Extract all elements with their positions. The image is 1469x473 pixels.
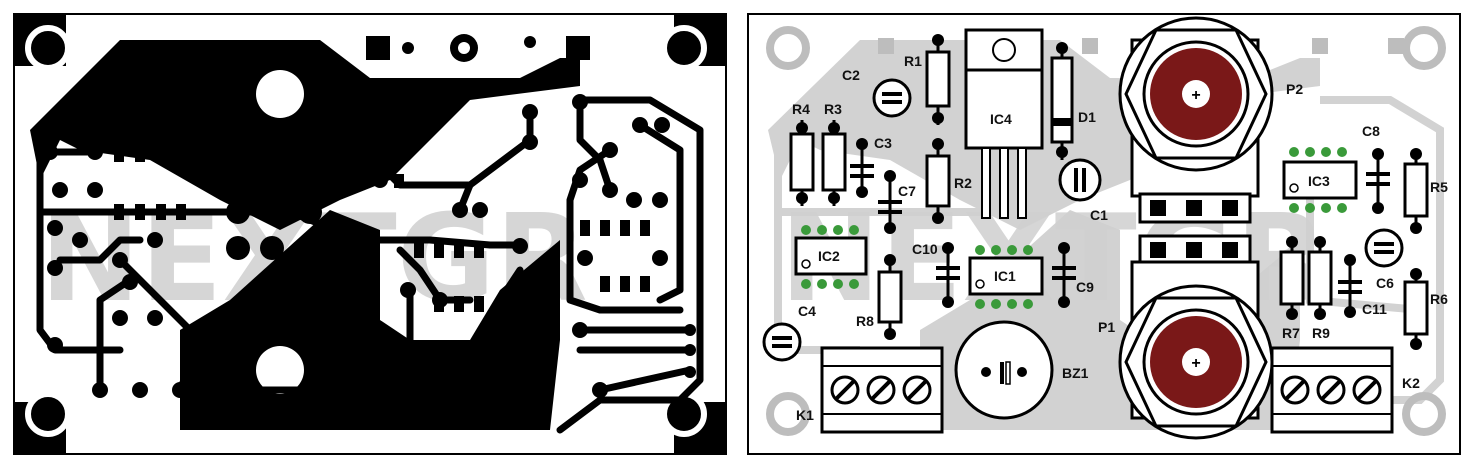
label-r8: R8	[856, 313, 874, 329]
terminal-block-k1	[820, 346, 944, 434]
corner-hole-tl	[14, 14, 71, 71]
label-c7: C7	[898, 183, 916, 199]
resistor-r6	[1403, 268, 1429, 350]
copper-layout-panel: NEXTGR	[13, 13, 727, 455]
label-p2: P2	[1286, 81, 1303, 97]
terminal-block-k2	[1270, 346, 1394, 434]
label-r4: R4	[792, 101, 810, 117]
label-r5: R5	[1430, 179, 1448, 195]
capacitor-c2	[872, 78, 912, 118]
svg-text:+: +	[1191, 87, 1200, 104]
label-ic1: IC1	[994, 268, 1016, 284]
label-c3: C3	[874, 135, 892, 151]
label-r3: R3	[824, 101, 842, 117]
capacitor-c8	[1366, 148, 1390, 214]
ic-ic2	[794, 225, 868, 289]
label-c10: C10	[912, 241, 938, 257]
label-c4: C4	[798, 303, 816, 319]
mount-hole-top	[256, 70, 304, 118]
label-k1: K1	[796, 407, 814, 423]
label-c9: C9	[1076, 279, 1094, 295]
aux-pads	[878, 38, 1404, 54]
label-r9: R9	[1312, 325, 1330, 341]
label-p1: P1	[1098, 319, 1115, 335]
resistor-r9	[1307, 236, 1333, 320]
component-layout-panel: NEXTGR R1 R2 R4	[747, 13, 1461, 455]
label-ic2: IC2	[818, 248, 840, 264]
capacitor-c10	[936, 242, 960, 308]
label-c8: C8	[1362, 123, 1380, 139]
diode-d1	[1050, 42, 1074, 160]
capacitor-c7	[878, 170, 902, 234]
ic-ic3	[1282, 147, 1358, 213]
ground-plane-top	[30, 40, 580, 230]
label-c11: C11	[1362, 301, 1387, 317]
label-c1: C1	[1090, 207, 1108, 223]
resistor-r1	[925, 34, 951, 125]
label-bz1: BZ1	[1062, 365, 1089, 381]
resistor-r4	[789, 120, 815, 206]
corner-hole-bl	[14, 391, 71, 454]
label-ic3: IC3	[1308, 173, 1330, 189]
label-c2: C2	[842, 67, 860, 83]
ic-ic1	[968, 245, 1044, 309]
label-r2: R2	[954, 175, 972, 191]
potentiometer-p2: +	[1118, 16, 1274, 224]
buzzer-bz1	[954, 320, 1054, 420]
regulator-ic4	[964, 28, 1044, 219]
capacitor-c6	[1364, 228, 1404, 268]
label-ic4: IC4	[990, 111, 1012, 127]
capacitor-c11	[1338, 254, 1362, 318]
copper-pads	[42, 34, 696, 398]
resistor-r5	[1403, 148, 1429, 234]
label-d1: D1	[1078, 109, 1096, 125]
capacitor-c1	[1058, 158, 1102, 202]
resistor-r7	[1279, 236, 1305, 320]
corner-holes-right	[766, 26, 1446, 436]
label-c6: C6	[1376, 275, 1394, 291]
capacitor-c9	[1052, 242, 1076, 308]
resistor-r8	[877, 254, 903, 340]
svg-text:+: +	[1191, 355, 1200, 372]
label-r7: R7	[1282, 325, 1300, 341]
potentiometer-p1: +	[1118, 234, 1274, 440]
capacitor-c3	[850, 138, 874, 198]
resistor-r2	[925, 138, 951, 224]
label-r1: R1	[904, 53, 922, 69]
corner-hole-tr	[661, 14, 726, 71]
copper-traces	[36, 96, 704, 434]
mount-hole-bottom	[256, 346, 304, 394]
resistor-r3	[821, 120, 847, 206]
label-r6: R6	[1430, 291, 1448, 307]
label-k2: K2	[1402, 375, 1420, 391]
capacitor-c4	[762, 322, 802, 362]
